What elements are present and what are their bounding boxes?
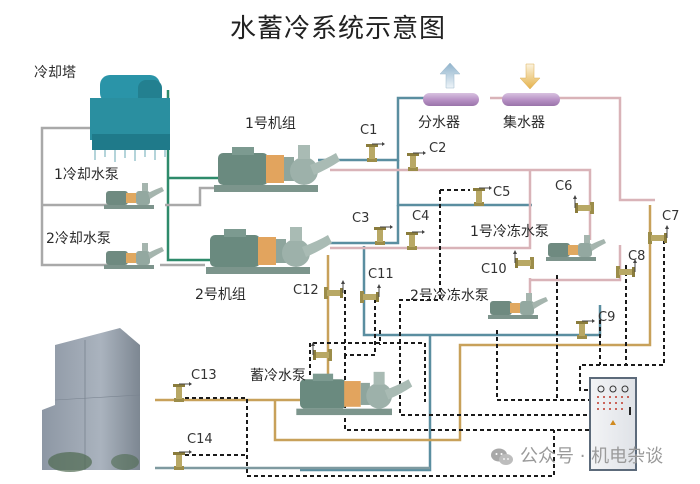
- chilled-pump-1: [546, 235, 606, 261]
- label-chiller-2: 2号机组: [195, 287, 246, 303]
- cooling-pump-1: [104, 183, 164, 209]
- label-c13: C13: [191, 368, 217, 383]
- valve-c5[interactable]: [472, 185, 493, 207]
- diagram-title: 水蓄冷系统示意图: [230, 14, 447, 44]
- wechat-icon: [491, 448, 513, 465]
- label-cooling-pump-2: 2冷却水泵: [46, 231, 111, 247]
- valve-c10[interactable]: [512, 249, 535, 270]
- supply-header: [423, 93, 479, 106]
- label-c8: C8: [628, 249, 646, 264]
- cooling-water-pipes: [166, 90, 225, 262]
- cooling-tower: [90, 75, 170, 162]
- label-c6: C6: [555, 179, 573, 194]
- label-storage-pump: 蓄冷水泵: [250, 368, 306, 384]
- label-c7: C7: [662, 209, 680, 224]
- label-chiller-1: 1号机组: [245, 116, 296, 132]
- watermark-text: 公众号 · 机电杂谈: [520, 446, 664, 467]
- label-c5: C5: [493, 185, 511, 200]
- label-c9: C9: [598, 310, 616, 325]
- label-return-header: 集水器: [503, 115, 545, 131]
- label-chilled-pump-1: 1号冷冻水泵: [470, 224, 549, 240]
- chilled-pump-2: [488, 293, 548, 319]
- cooling-pump-2: [104, 243, 164, 269]
- storage-tank-building: [42, 328, 141, 472]
- label-c10: C10: [481, 262, 507, 277]
- label-supply-header: 分水器: [418, 115, 460, 131]
- control-cabinet: [589, 377, 637, 471]
- label-c4: C4: [412, 209, 430, 224]
- label-c2: C2: [429, 141, 447, 156]
- chiller-1: [214, 145, 340, 192]
- control-lines: [185, 189, 665, 477]
- storage-pump: [296, 371, 413, 416]
- supply-arrow-icon: [439, 62, 461, 89]
- valve-c2[interactable]: [406, 150, 427, 172]
- label-chilled-pump-2: 2号冷冻水泵: [410, 288, 489, 304]
- watermark: 公众号 · 机电杂谈: [490, 447, 663, 467]
- label-cooling-pump-1: 1冷却水泵: [54, 167, 119, 183]
- label-c11: C11: [368, 267, 394, 282]
- label-cooling-tower: 冷却塔: [34, 65, 76, 81]
- label-c12: C12: [293, 283, 319, 298]
- label-c14: C14: [187, 432, 213, 447]
- return-arrow-icon: [519, 63, 541, 90]
- label-c3: C3: [352, 211, 370, 226]
- chiller-2: [206, 227, 332, 274]
- return-header: [502, 93, 560, 106]
- label-c1: C1: [360, 123, 378, 138]
